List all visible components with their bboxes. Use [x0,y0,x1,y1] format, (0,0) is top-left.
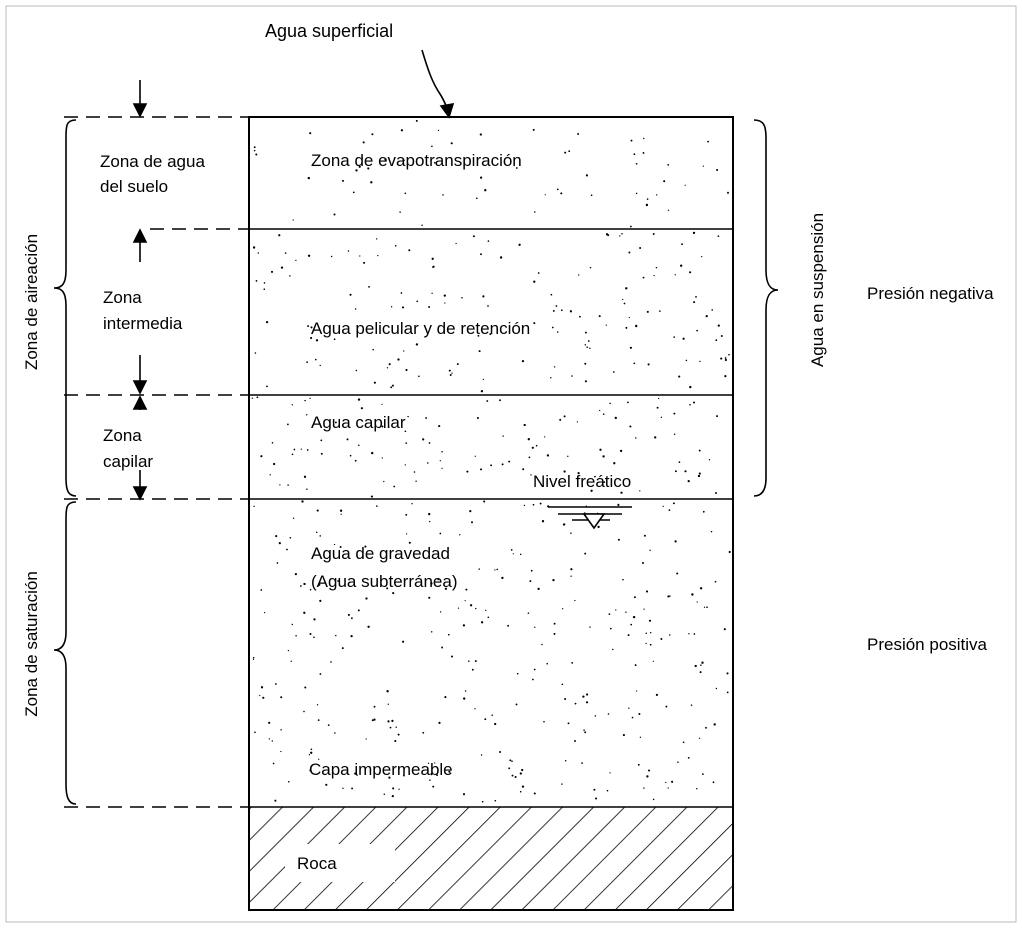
surface-water-arrow [421,49,455,119]
surface-water-label: Agua superficial [265,21,393,41]
water-table-symbol [548,506,632,530]
dimension-arrows [132,80,148,501]
positive-pressure-label: Presión positiva [867,635,988,654]
saturation-zone-brace [53,501,77,805]
evapotranspiration-zone-label: Zona de evapotranspiración [311,151,522,170]
zone-soil-water-label-line2: del suelo [100,177,168,196]
saturation-zone-label: Zona de saturación [22,571,41,717]
zone-capillary-label-line2: capilar [103,452,153,471]
aeration-zone-label: Zona de aireación [22,234,41,370]
zone-soil-water-label-line1: Zona de agua [100,152,205,171]
water-table-label: Nivel freático [533,472,631,491]
negative-pressure-label: Presión negativa [867,284,994,303]
capillary-water-label: Agua capilar [311,413,406,432]
zone-capillary-label-line1: Zona [103,426,142,445]
figure-frame [5,5,1017,923]
aeration-zone-brace [53,119,77,497]
zone-intermediate-label-line1: Zona [103,288,142,307]
suspended-water-label: Agua en suspensión [808,213,827,367]
soil-stipple-texture [251,119,731,803]
gravity-water-label-line2: (Agua subterránea) [311,572,457,591]
gravity-water-label-line1: Agua de gravedad [311,544,450,563]
rock-label-bg [285,844,395,882]
zone-intermediate-label-line2: intermedia [103,314,183,333]
suspended-water-brace [753,119,779,497]
pellicular-retention-water-label: Agua pelicular y de retención [311,319,530,338]
rock-label: Roca [297,854,337,873]
soil-column [248,116,734,911]
impermeable-layer-label: Capa impermeable [309,760,453,779]
